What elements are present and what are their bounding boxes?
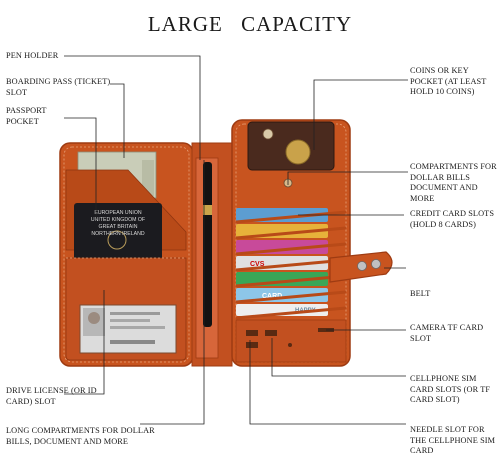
wallet-spine [191, 142, 233, 367]
passport: EUROPEAN UNION UNITED KINGDOM OF GREAT B… [74, 203, 162, 265]
cvs-text: CVS [250, 261, 265, 268]
wallet-right-panel: CVS CARD HAPPY [231, 119, 351, 367]
label-camera-tf: CAMERA TF CARD SLOT [410, 323, 484, 343]
label-sim-slots: CELLPHONE SIM CARD SLOTS (OR TF CARD SLO… [410, 374, 491, 404]
label-credit-card: CREDIT CARD SLOTS (HOLD 8 CARDS) [410, 209, 495, 229]
leader-lines [64, 55, 408, 425]
label-passport-pocket: PASSPORT POCKET [6, 106, 47, 126]
card-text: CARD [262, 293, 282, 300]
label-belt: BELT [410, 289, 431, 298]
pen [203, 162, 212, 327]
label-boarding-pass: BOARDING PASS (TICKET) SLOT [6, 77, 111, 97]
label-drive-license: DRIVE LICENSE (OR ID CARD) SLOT [6, 386, 97, 406]
coin [285, 139, 311, 165]
label-pen-holder: PEN HOLDER [6, 51, 59, 60]
passport-line1: EUROPEAN UNION [94, 210, 142, 216]
label-long-compartments: LONG COMPARTMENTS FOR DOLLAR BILLS, DOCU… [6, 426, 155, 446]
belt [329, 251, 393, 283]
credit-card-slots: CVS CARD HAPPY [235, 208, 347, 320]
passport-line4: NORTHERN IRELAND [91, 231, 144, 237]
page-title: LARGE CAPACITY [147, 12, 353, 36]
passport-line3: GREAT BRITAIN [99, 224, 138, 230]
wallet-left-panel: EUROPEAN UNION UNITED KINGDOM OF GREAT B… [59, 142, 194, 367]
label-compartments-bills: COMPARTMENTS FOR DOLLAR BILLS DOCUMENT A… [410, 162, 497, 203]
label-coins-pocket: COINS OR KEY POCKET (AT LEAST HOLD 10 CO… [410, 66, 487, 96]
label-needle-slot: NEEDLE SLOT FOR THE CELLPHONE SIM CARD [410, 425, 496, 455]
id-card [79, 304, 177, 354]
passport-line2: UNITED KINGDOM OF [91, 217, 145, 223]
